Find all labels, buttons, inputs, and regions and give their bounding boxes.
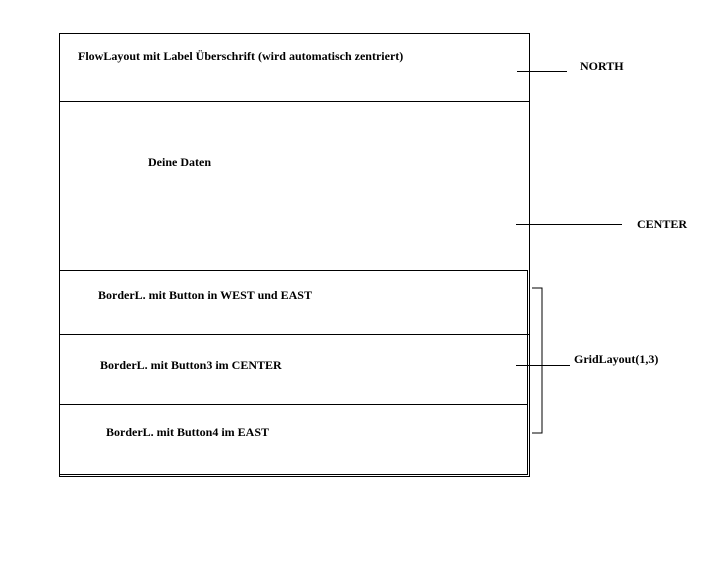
north-leader-line xyxy=(517,71,567,72)
outer-frame xyxy=(59,33,530,477)
north-region-label: FlowLayout mit Label Überschrift (wird a… xyxy=(78,49,404,63)
grid-cell-3-label: BorderL. mit Button4 im EAST xyxy=(106,425,270,439)
north-separator xyxy=(59,101,530,102)
grid-leader-line xyxy=(516,365,570,366)
center-region-label: Deine Daten xyxy=(148,155,211,169)
south-grid-panel xyxy=(59,270,528,475)
grid-annotation: GridLayout(1,3) xyxy=(574,352,659,366)
grid-bracket xyxy=(532,287,543,434)
grid-cell-1-label: BorderL. mit Button in WEST und EAST xyxy=(98,288,312,302)
grid-cell-2-label: BorderL. mit Button3 im CENTER xyxy=(100,358,282,372)
center-leader-line xyxy=(516,224,622,225)
grid-row-separator-1 xyxy=(59,334,530,335)
north-annotation: NORTH xyxy=(580,59,624,73)
center-annotation: CENTER xyxy=(637,217,688,231)
grid-row-separator-2 xyxy=(59,404,528,405)
